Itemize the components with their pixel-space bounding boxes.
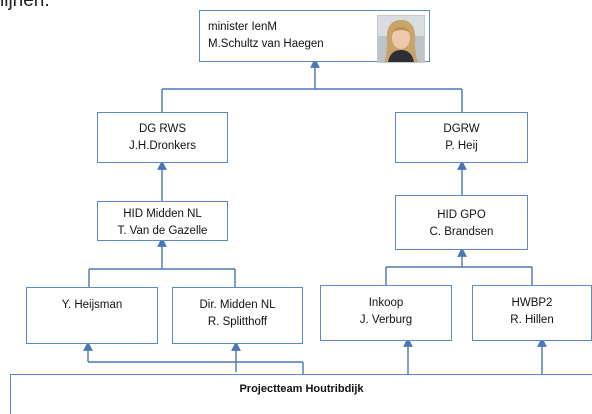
node-hid-midden: HID Midden NL T. Van de Gazelle bbox=[97, 201, 228, 241]
node-hid-gpo-title: HID GPO bbox=[437, 209, 486, 221]
project-team-bar: Projectteam Houtribdijk bbox=[10, 374, 592, 414]
node-hwbp2-name: R. Hillen bbox=[510, 313, 554, 326]
node-hwbp2-title: HWBP2 bbox=[511, 297, 553, 309]
node-dg-rws-name: J.H.Dronkers bbox=[128, 139, 197, 152]
node-dgrw-name: P. Heij bbox=[445, 139, 478, 152]
node-hid-gpo-name: C. Brandsen bbox=[429, 225, 494, 238]
node-hid-gpo: HID GPO C. Brandsen bbox=[395, 195, 528, 250]
node-dg-rws-title: DG RWS bbox=[138, 123, 187, 135]
node-hwbp2: HWBP2 R. Hillen bbox=[472, 285, 592, 341]
node-dg-rws: DG RWS J.H.Dronkers bbox=[97, 112, 228, 163]
node-dir-midden-name: R. Splitthoff bbox=[207, 315, 268, 328]
node-minister-name: M.Schultz van Haegen bbox=[208, 37, 324, 50]
node-dir-midden: Dir. Midden NL R. Splitthoff bbox=[172, 287, 303, 344]
node-dgrw-title: DGRW bbox=[443, 123, 480, 135]
node-inkoop-name: J. Verburg bbox=[359, 313, 413, 326]
node-inkoop-title: Inkoop bbox=[368, 297, 404, 309]
node-inkoop: Inkoop J. Verburg bbox=[320, 285, 452, 341]
node-dir-midden-title: Dir. Midden NL bbox=[199, 299, 276, 311]
node-minister-title: minister IenM bbox=[208, 21, 278, 33]
node-hid-midden-title: HID Midden NL bbox=[123, 208, 202, 220]
node-minister: minister IenM M.Schultz van Haegen bbox=[199, 10, 430, 63]
node-hid-midden-name: T. Van de Gazelle bbox=[117, 224, 208, 237]
node-dgrw: DGRW P. Heij bbox=[395, 112, 528, 163]
cut-off-heading: lijnen: bbox=[0, 0, 50, 11]
portrait-photo bbox=[377, 15, 425, 63]
project-team-label: Projectteam Houtribdijk bbox=[239, 383, 364, 395]
node-heijsman-name: Y. Heijsman bbox=[61, 299, 123, 311]
node-heijsman: Y. Heijsman bbox=[26, 287, 158, 344]
